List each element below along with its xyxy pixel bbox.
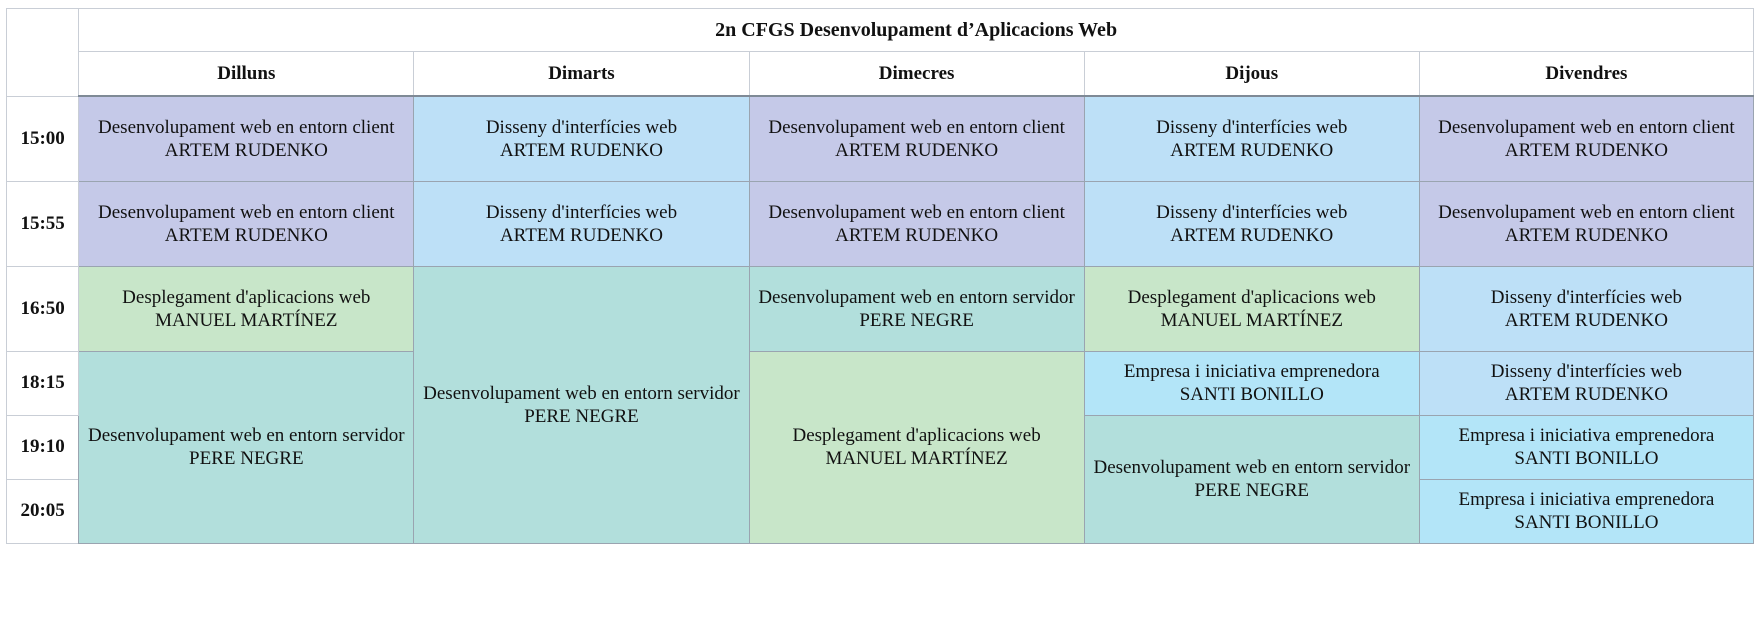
class-slot: Desenvolupament web en entorn servidor P… — [78, 350, 415, 544]
class-slot: Disseny d'interfícies web ARTEM RUDENKO — [1083, 180, 1420, 267]
day-header-row: Dilluns Dimarts Dimecres Dijous Divendre… — [7, 51, 1755, 97]
day-header-dimarts: Dimarts — [413, 51, 750, 97]
title-row: 2n CFGS Desenvolupament d’Aplicacions We… — [5, 8, 1754, 97]
class-slot: Disseny d'interfícies web ARTEM RUDENKO — [1083, 95, 1420, 182]
class-slot: Disseny d'interfícies web ARTEM RUDENKO — [1418, 350, 1755, 416]
class-slot: Desenvolupament web en entorn servidor P… — [413, 265, 750, 544]
time-row-2005: 20:05 Empresa i iniciativa emprenedora S… — [5, 478, 1755, 544]
subject-name: Desplegament d'aplicacions web — [1127, 286, 1376, 308]
time-label: 16:50 — [5, 265, 80, 352]
teacher-name: SANTI BONILLO — [1514, 512, 1659, 533]
teacher-name: PERE NEGRE — [189, 448, 304, 469]
class-slot: Desenvolupament web en entorn client ART… — [78, 95, 415, 182]
subject-name: Desplegament d'aplicacions web — [792, 425, 1041, 446]
teacher-name: SANTI BONILLO — [1179, 384, 1324, 405]
subject-name: Disseny d'interfícies web — [485, 116, 678, 138]
subject-name: Desenvolupament web en entorn servidor — [423, 382, 740, 404]
subject-name: Disseny d'interfícies web — [1490, 286, 1683, 308]
subject-name: Disseny d'interfícies web — [485, 201, 678, 223]
time-label: 18:15 — [5, 350, 80, 416]
subject-name: Desenvolupament web en entorn client — [98, 201, 395, 223]
time-label: 15:00 — [5, 95, 80, 182]
class-slot: Empresa i iniciativa emprenedora SANTI B… — [1083, 350, 1420, 416]
time-row-1910: 19:10 Desenvolupament web en entorn serv… — [5, 414, 1755, 544]
corner-cell — [5, 8, 80, 97]
subject-name: Desenvolupament web en entorn client — [1438, 201, 1735, 223]
day-header-divendres: Divendres — [1418, 51, 1755, 97]
teacher-name: ARTEM RUDENKO — [835, 224, 999, 246]
timetable: 2n CFGS Desenvolupament d’Aplicacions We… — [5, 8, 1755, 544]
class-slot: Desenvolupament web en entorn client ART… — [1418, 95, 1755, 182]
class-slot: Disseny d'interfícies web ARTEM RUDENKO — [1418, 265, 1755, 352]
class-slot: Desplegament d'aplicacions web MANUEL MA… — [78, 265, 415, 352]
class-slot: Disseny d'interfícies web ARTEM RUDENKO — [413, 180, 750, 267]
timetable-title: 2n CFGS Desenvolupament d’Aplicacions We… — [78, 8, 1754, 52]
teacher-name: ARTEM RUDENKO — [835, 139, 999, 161]
subject-name: Disseny d'interfícies web — [1156, 116, 1348, 138]
teacher-name: ARTEM RUDENKO — [1170, 224, 1334, 246]
time-row-1500: 15:00 Desenvolupament web en entorn clie… — [5, 95, 1755, 182]
subject-name: Desenvolupament web en entorn servidor — [758, 286, 1075, 308]
day-header-dijous: Dijous — [1083, 51, 1420, 97]
time-label: 20:05 — [5, 478, 80, 544]
teacher-name: MANUEL MARTÍNEZ — [825, 448, 1008, 469]
class-slot: Desenvolupament web en entorn servidor P… — [1083, 414, 1420, 544]
subject-name: Empresa i iniciativa emprenedora — [1123, 361, 1380, 382]
teacher-name: SANTI BONILLO — [1514, 448, 1659, 469]
teacher-name: ARTEM RUDENKO — [1504, 309, 1668, 331]
teacher-name: ARTEM RUDENKO — [1504, 384, 1668, 405]
subject-name: Desenvolupament web en entorn servidor — [88, 425, 405, 446]
class-slot: Desenvolupament web en entorn servidor P… — [748, 265, 1085, 352]
teacher-name: ARTEM RUDENKO — [499, 224, 663, 246]
teacher-name: PERE NEGRE — [1194, 480, 1310, 501]
subject-name: Desenvolupament web en entorn client — [1438, 116, 1735, 138]
subject-name: Desenvolupament web en entorn servidor — [1093, 457, 1411, 478]
teacher-name: MANUEL MARTÍNEZ — [1160, 309, 1343, 331]
subject-name: Desenvolupament web en entorn client — [768, 116, 1065, 138]
subject-name: Desenvolupament web en entorn client — [768, 201, 1065, 223]
class-slot: Empresa i iniciativa emprenedora SANTI B… — [1418, 414, 1755, 480]
time-row-1555: 15:55 Desenvolupament web en entorn clie… — [5, 180, 1755, 267]
teacher-name: ARTEM RUDENKO — [164, 224, 328, 246]
class-slot: Disseny d'interfícies web ARTEM RUDENKO — [413, 95, 750, 182]
subject-name: Disseny d'interfícies web — [1156, 201, 1348, 223]
teacher-name: ARTEM RUDENKO — [499, 139, 663, 161]
teacher-name: ARTEM RUDENKO — [1504, 139, 1668, 161]
class-slot: Desenvolupament web en entorn client ART… — [748, 95, 1085, 182]
teacher-name: ARTEM RUDENKO — [1170, 139, 1334, 161]
teacher-name: ARTEM RUDENKO — [164, 139, 328, 161]
teacher-name: MANUEL MARTÍNEZ — [155, 309, 338, 331]
time-row-1650: 16:50 Desplegament d'aplicacions web MAN… — [5, 265, 1755, 544]
class-slot: Desenvolupament web en entorn client ART… — [1418, 180, 1755, 267]
class-slot: Desenvolupament web en entorn client ART… — [748, 180, 1085, 267]
time-label: 19:10 — [5, 414, 80, 480]
subject-name: Desplegament d'aplicacions web — [122, 286, 371, 308]
time-row-1815: 18:15 Desenvolupament web en entorn serv… — [5, 350, 1755, 544]
class-slot: Desenvolupament web en entorn client ART… — [78, 180, 415, 267]
time-label: 15:55 — [5, 180, 80, 267]
day-header-dimecres: Dimecres — [748, 51, 1085, 97]
subject-name: Empresa i iniciativa emprenedora — [1458, 425, 1715, 446]
teacher-name: ARTEM RUDENKO — [1504, 224, 1668, 246]
subject-name: Desenvolupament web en entorn client — [98, 116, 395, 138]
teacher-name: PERE NEGRE — [524, 405, 639, 427]
class-slot: Desplegament d'aplicacions web MANUEL MA… — [748, 350, 1085, 544]
day-header-dilluns: Dilluns — [78, 51, 415, 97]
teacher-name: PERE NEGRE — [859, 309, 974, 331]
class-slot: Desplegament d'aplicacions web MANUEL MA… — [1083, 265, 1420, 352]
subject-name: Disseny d'interfícies web — [1490, 361, 1683, 382]
class-slot: Empresa i iniciativa emprenedora SANTI B… — [1418, 478, 1755, 544]
subject-name: Empresa i iniciativa emprenedora — [1458, 489, 1715, 510]
